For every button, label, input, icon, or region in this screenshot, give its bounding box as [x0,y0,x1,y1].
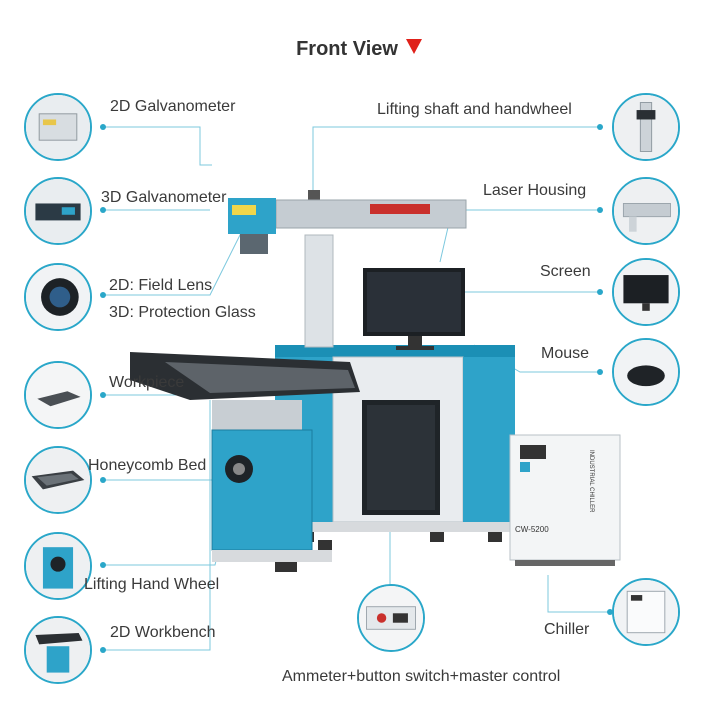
label-honeycomb-bed: Honeycomb Bed [88,457,207,474]
galvanometer-3d-image [26,179,90,243]
honeycomb-image [26,448,90,512]
leader-shaft [312,126,600,195]
label-lifting-shaft: Lifting shaft and handwheel [377,101,572,118]
label-control: Ammeter+button switch+master control [282,668,561,685]
workpiece-image [26,363,90,427]
leader-galvo2d [103,126,212,166]
label-laser-housing: Laser Housing [483,182,587,199]
leader-workbench [103,400,211,651]
screen-image [614,260,678,324]
dot-honeycomb [100,477,106,483]
thumb-honeycomb-bed [24,446,92,514]
label-2d-workbench: 2D Workbench [110,624,216,641]
galvanometer-image [26,95,90,159]
chiller-model-text: CW-5200 [515,525,549,534]
lifting-shaft-image [614,95,678,159]
thumb-control-panel [357,584,425,652]
thumb-workpiece [24,361,92,429]
thumb-lifting-hand-wheel [24,532,92,600]
dot-chiller [607,609,613,615]
thumb-mouse [612,338,680,406]
laser-housing-image [614,179,678,243]
chiller-unit: CW-5200 INDUSTRIAL CHILLER [509,434,621,566]
dot-lens [100,292,106,298]
control-panel-image [359,586,423,650]
label-chiller: Chiller [544,621,590,638]
dot-housing [597,207,603,213]
dot-shaft [597,124,603,130]
leader-chiller [547,575,610,613]
thumb-screen [612,258,680,326]
label-lifting-hand-wheel: Lifting Hand Wheel [84,576,220,593]
dot-mouse [597,369,603,375]
label-3d-galvanometer: 3D Galvanometer [101,189,227,206]
chiller-side-text: INDUSTRIAL CHILLER [588,450,594,513]
worktable [130,352,360,572]
thumb-2d-galvanometer [24,93,92,161]
label-screen: Screen [540,263,591,280]
label-2d-galvanometer: 2D Galvanometer [110,98,236,115]
thumb-field-lens [24,263,92,331]
page-title-text: Front View [296,38,398,60]
monitor [363,268,465,350]
hand-wheel-image [26,534,90,598]
dot-wheel [100,562,106,568]
label-field-lens: 2D: Field Lens [109,277,213,294]
thumb-2d-workbench [24,616,92,684]
chiller-image [614,580,678,644]
label-protection-glass: 3D: Protection Glass [109,304,256,321]
dot-screen [597,289,603,295]
label-workpiece: Workpiece [109,374,185,391]
thumb-lifting-shaft [612,93,680,161]
thumb-laser-housing [612,177,680,245]
thumb-3d-galvanometer [24,177,92,245]
dot-galvo2d [100,124,106,130]
page-title: Front View [0,38,718,61]
dot-galvo3d [100,207,106,213]
dot-workpiece [100,392,106,398]
mouse-image [614,340,678,404]
label-mouse: Mouse [541,345,590,362]
workbench-image [26,618,90,682]
thumb-chiller [612,578,680,646]
leader-lens [103,224,246,296]
dot-workbench [100,647,106,653]
down-arrow-icon [405,39,422,54]
laser-column [228,190,467,348]
field-lens-image [26,265,90,329]
